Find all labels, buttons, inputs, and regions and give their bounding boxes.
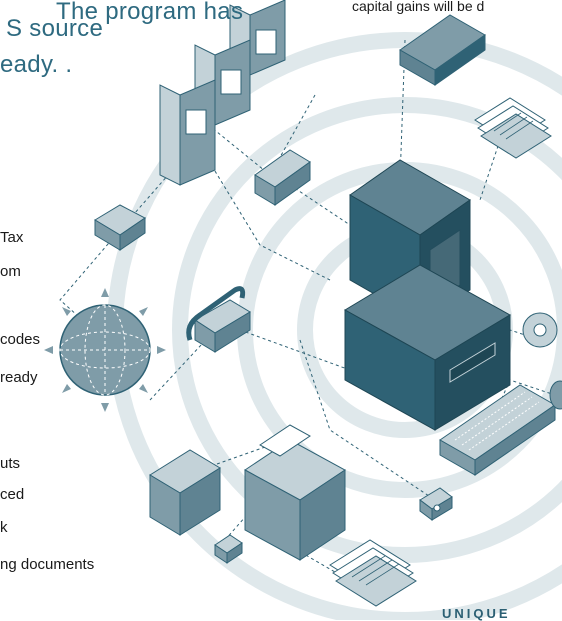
- mouse-icon: [549, 380, 562, 410]
- globe-icon: [44, 288, 166, 412]
- laptop-icon: [399, 14, 486, 86]
- feature-item: ced: [0, 486, 25, 503]
- keyboard-icon: [439, 384, 556, 476]
- headline-line-3: eady. .: [0, 51, 73, 78]
- feature-item: Tax: [0, 229, 24, 246]
- feature-item: om: [0, 263, 21, 280]
- feature-item: uts: [0, 455, 21, 472]
- papers-icon: [474, 97, 552, 159]
- printer-icon: [244, 424, 346, 561]
- router-icon: [254, 149, 311, 206]
- footer-brand: UNIQUE: [442, 606, 511, 621]
- feature-item: codes: [0, 331, 41, 348]
- document-stack-icon: [329, 539, 417, 607]
- telephone-icon: [186, 286, 251, 353]
- modem-icon: [94, 204, 146, 251]
- feature-item: k: [0, 519, 8, 536]
- headline-line-2: S source: [6, 15, 104, 42]
- feature-item: ng documents: [0, 556, 95, 573]
- server-rack-icon: [159, 0, 286, 186]
- pager-icon: [214, 534, 243, 564]
- cd-icon: [522, 312, 558, 348]
- feature-item: ready: [0, 369, 38, 386]
- caption-top: capital gains will be d: [352, 0, 485, 14]
- headline-line-1: The program has: [56, 0, 244, 25]
- fax-icon: [149, 449, 221, 536]
- computer-tower-icon: [344, 159, 511, 431]
- floppy-disk-icon: [419, 487, 453, 521]
